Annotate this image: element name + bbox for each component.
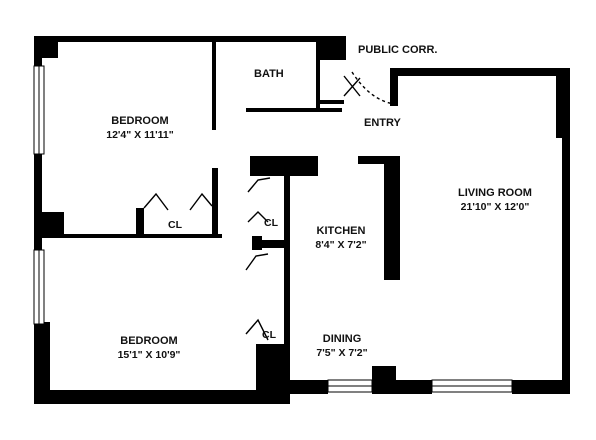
walls — [34, 36, 570, 404]
closet-label-2: CL — [264, 217, 278, 229]
bedroom-1-dims: 12'4" X 11'11" — [106, 129, 174, 141]
bedroom-1-label: BEDROOM 12'4" X 11'11" — [90, 114, 190, 142]
windows — [33, 65, 513, 393]
kitchen-label: KITCHEN 8'4" X 7'2" — [306, 224, 376, 252]
kitchen-name: KITCHEN — [316, 225, 366, 237]
bedroom-2-name: BEDROOM — [120, 335, 178, 347]
closet-label-3: CL — [262, 329, 276, 341]
living-room-name: LIVING ROOM — [458, 187, 532, 199]
closet-doors — [143, 177, 271, 341]
entry-label: ENTRY — [364, 117, 401, 129]
bedroom-2-dims: 15'1" X 10'9" — [117, 349, 181, 361]
closet-label-1: CL — [168, 219, 182, 231]
dining-name: DINING — [322, 333, 362, 345]
bath-label: BATH — [254, 68, 284, 80]
dining-dims: 7'5" X 7'2" — [316, 347, 368, 359]
public-corridor-label: PUBLIC CORR. — [358, 44, 438, 56]
kitchen-dims: 8'4" X 7'2" — [315, 239, 367, 251]
living-room-label: LIVING ROOM 21'10" X 12'0" — [440, 186, 550, 214]
bedroom-1-name: BEDROOM — [111, 115, 169, 127]
living-room-dims: 21'10" X 12'0" — [460, 201, 530, 213]
dining-label: DINING 7'5" X 7'2" — [306, 332, 378, 360]
entry-door — [343, 71, 395, 105]
bedroom-2-label: BEDROOM 15'1" X 10'9" — [94, 334, 204, 362]
